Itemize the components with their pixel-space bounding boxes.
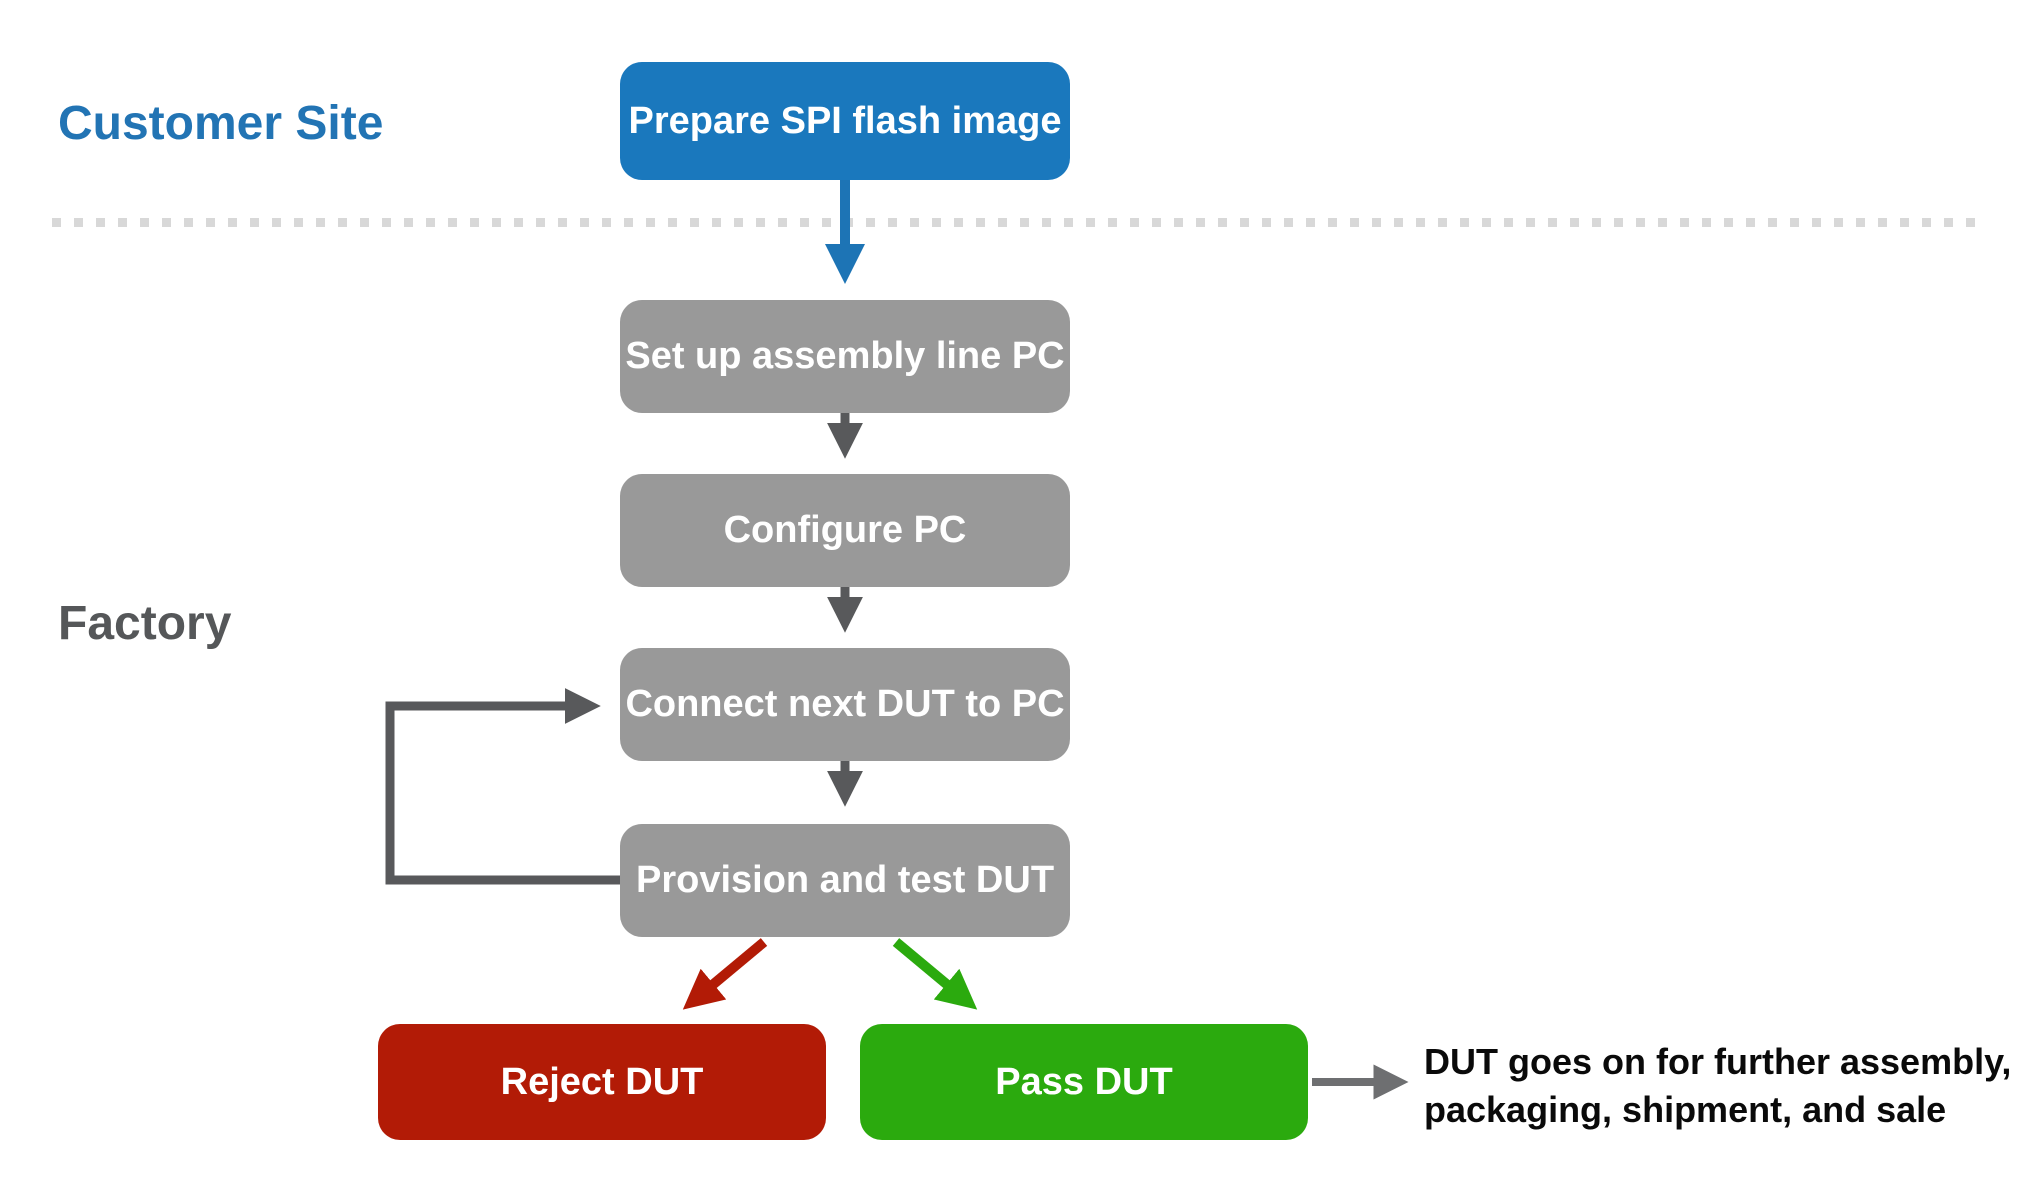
region-boundary-dotted-line — [52, 218, 1986, 227]
node-configure-pc: Configure PC — [620, 474, 1070, 587]
pass-outcome-line-2: packaging, shipment, and sale — [1424, 1088, 1947, 1130]
node-label: Prepare SPI flash image — [628, 99, 1062, 142]
customer-site-region-label: Customer Site — [58, 97, 384, 150]
arrow-provision-to-pass — [892, 938, 978, 1010]
loop-arrow-provision-to-connect — [385, 688, 620, 885]
node-label: Configure PC — [723, 509, 967, 551]
pass-outcome-annotation: DUT goes on for further assembly, packag… — [1424, 1038, 2020, 1133]
node-label: Pass DUT — [995, 1060, 1173, 1103]
node-provision-and-test-dut: Provision and test DUT — [620, 824, 1070, 937]
node-label: Reject DUT — [500, 1060, 704, 1103]
node-label: Provision and test DUT — [635, 859, 1055, 901]
node-reject-dut: Reject DUT — [378, 1024, 826, 1140]
arrow-provision-to-reject — [682, 938, 768, 1010]
node-label: Set up assembly line PC — [625, 335, 1065, 377]
node-prepare-spi-flash-image: Prepare SPI flash image — [620, 62, 1070, 180]
node-set-up-assembly-line-pc: Set up assembly line PC — [620, 300, 1070, 413]
node-pass-dut: Pass DUT — [860, 1024, 1308, 1140]
node-connect-next-dut-to-pc: Connect next DUT to PC — [620, 648, 1070, 761]
factory-region-label: Factory — [58, 597, 232, 650]
pass-outcome-line-1: DUT goes on for further assembly, — [1424, 1041, 2012, 1082]
node-label: Connect next DUT to PC — [625, 683, 1065, 725]
